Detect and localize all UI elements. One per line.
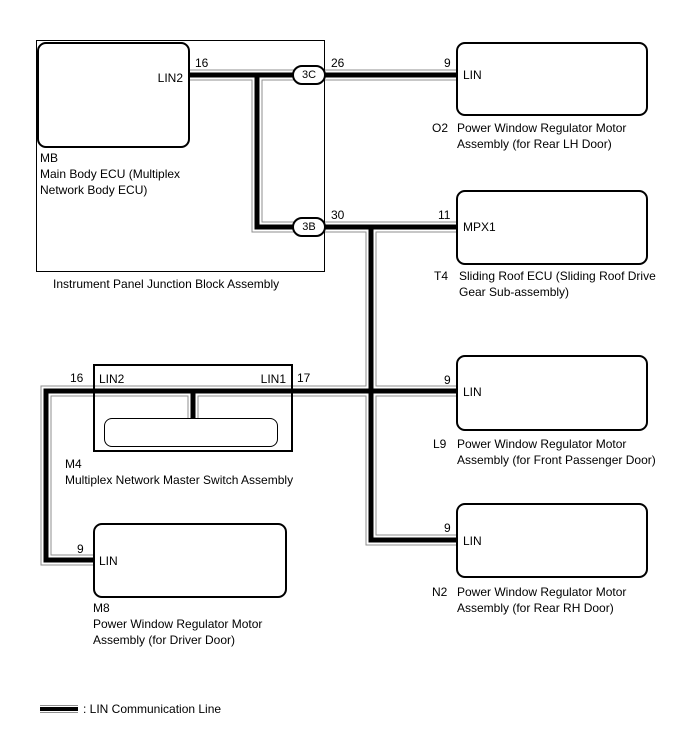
n2-name: Power Window Regulator Motor Assembly (f… [457,585,627,615]
wire-branch-to-n2 [368,229,457,543]
l9-port-lin: LIN [463,385,482,399]
mb-port-lin2: LIN2 [157,71,183,85]
m4-code: M4 [65,457,82,471]
l9-name: Power Window Regulator Motor Assembly (f… [457,437,656,467]
connector-3c: 3C [292,65,326,85]
o2-code: O2 [432,121,449,135]
wire-core-layer [43,72,457,563]
m4-port-lin1: LIN1 [260,372,286,386]
m4-pin-16: 16 [70,371,84,385]
mb-caption: MB Main Body ECU (Multiplex Network Body… [40,150,220,198]
l9-caption: L9 Power Window Regulator Motor Assembly… [433,436,679,468]
n2-motor-box: LIN [456,503,648,578]
wire-m4-bus [43,388,457,563]
m8-port-lin: LIN [99,554,118,568]
l9-motor-box: LIN [456,355,648,431]
wire-branch-to-t4 [254,77,457,230]
m8-caption: M8 Power Window Regulator Motor Assembly… [93,600,308,648]
t4-code: T4 [434,269,449,283]
m8-motor-box: LIN [93,523,287,598]
l9-code: L9 [433,437,447,451]
t4-port-mpx1: MPX1 [463,220,496,234]
o2-caption: O2 Power Window Regulator Motor Assembly… [432,120,657,152]
m8-name: Power Window Regulator Motor Assembly (f… [93,617,263,647]
t4-pin-11: 11 [438,208,451,222]
n2-code: N2 [432,585,448,599]
n2-port-lin: LIN [463,534,482,548]
t4-name: Sliding Roof ECU (Sliding Roof Drive Gea… [459,269,656,299]
o2-name: Power Window Regulator Motor Assembly (f… [457,121,627,151]
m4-caption: M4 Multiplex Network Master Switch Assem… [65,456,335,488]
pin-30: 30 [331,208,345,222]
lin-line-swatch [40,705,78,713]
m4-pin-17: 17 [297,371,311,385]
junction-block-outline [36,40,325,272]
pin-26: 26 [331,56,345,70]
m4-name: Multiplex Network Master Switch Assembly [65,473,294,487]
n2-pin-9: 9 [444,521,451,535]
connector-3b: 3B [292,217,326,237]
legend-label: : LIN Communication Line [83,702,222,716]
m4-port-lin2: LIN2 [99,372,125,386]
o2-motor-box: LIN [456,42,648,116]
n2-caption: N2 Power Window Regulator Motor Assembly… [432,584,657,616]
mb-pin-16: 16 [195,56,209,70]
legend: : LIN Communication Line [40,702,221,716]
o2-port-lin: LIN [463,68,482,82]
t4-caption: T4 Sliding Roof ECU (Sliding Roof Drive … [434,268,664,300]
mb-name: Main Body ECU (Multiplex Network Body EC… [40,167,181,197]
o2-pin-9: 9 [444,56,451,70]
m8-code: M8 [93,601,110,615]
m4-inner-switch-block [104,418,278,447]
m4-switch-box: LIN2 LIN1 [93,364,293,452]
mb-ecu-box: LIN2 [37,42,190,148]
m8-pin-9: 9 [77,542,84,556]
l9-pin-9: 9 [444,373,451,387]
junction-block-caption: Instrument Panel Junction Block Assembly [53,277,280,291]
mb-code: MB [40,151,58,165]
t4-ecu-box: MPX1 [456,190,648,265]
